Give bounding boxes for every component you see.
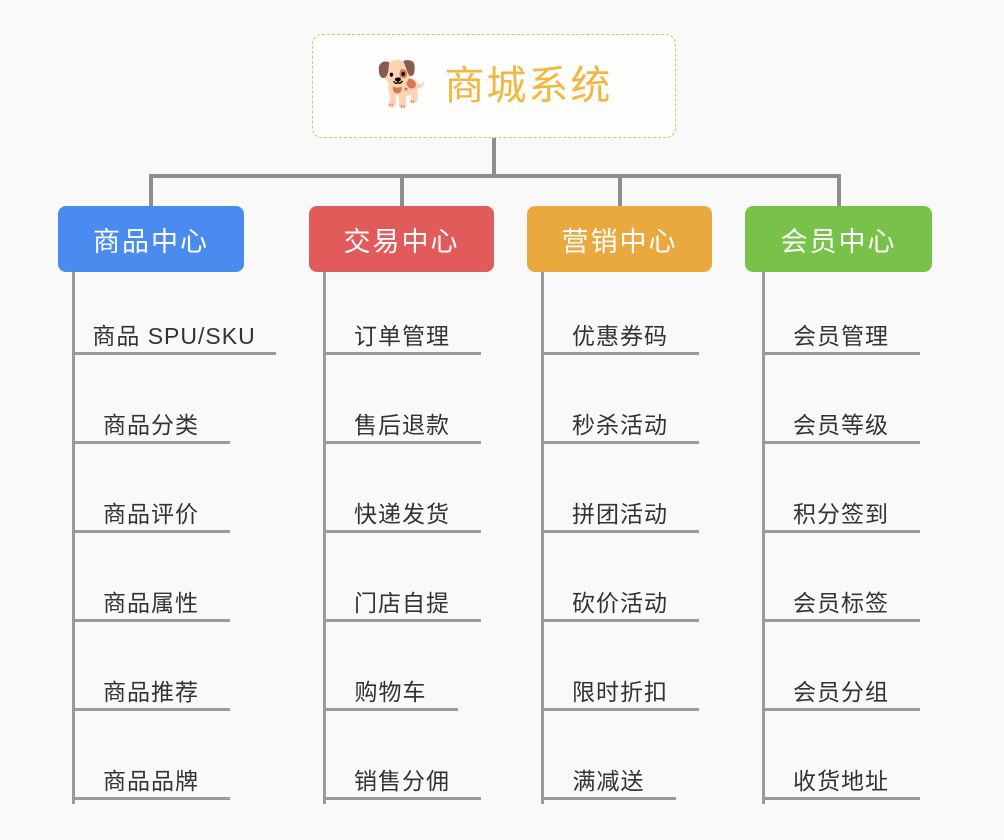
leaf-label: 订单管理: [354, 322, 450, 349]
leaf-item[interactable]: 拼团活动: [541, 491, 699, 533]
leaf-item[interactable]: 满减送: [541, 758, 676, 800]
category-header-1[interactable]: 商品中心: [58, 206, 244, 272]
leaf-label: 门店自提: [354, 589, 450, 616]
leaf-item[interactable]: 会员分组: [762, 669, 920, 711]
leaf-item[interactable]: 会员标签: [762, 580, 920, 622]
leaf-item[interactable]: 秒杀活动: [541, 402, 699, 444]
leaf-label: 限时折扣: [572, 678, 668, 705]
leaf-label: 商品评价: [103, 500, 199, 527]
leaf-label: 会员管理: [793, 322, 889, 349]
leaf-label: 秒杀活动: [572, 411, 668, 438]
leaf-item[interactable]: 商品推荐: [72, 669, 230, 711]
leaf-item[interactable]: 商品品牌: [72, 758, 230, 800]
connector-drop-col-4: [837, 174, 841, 208]
leaf-item[interactable]: 商品 SPU/SKU: [72, 313, 276, 355]
connector-root-stem: [492, 138, 496, 178]
leaf-item[interactable]: 优惠券码: [541, 313, 699, 355]
connector-drop-col-2: [400, 174, 404, 208]
leaf-item[interactable]: 门店自提: [323, 580, 481, 622]
leaf-label: 砍价活动: [572, 589, 668, 616]
leaf-label: 收货地址: [793, 767, 889, 794]
leaf-item[interactable]: 砍价活动: [541, 580, 699, 622]
leaf-label: 售后退款: [354, 411, 450, 438]
trunk-col-1: [72, 272, 75, 804]
leaf-label: 拼团活动: [572, 500, 668, 527]
leaf-label: 商品分类: [103, 411, 199, 438]
leaf-label: 会员等级: [793, 411, 889, 438]
connector-drop-col-1: [149, 174, 153, 208]
leaf-item[interactable]: 积分签到: [762, 491, 920, 533]
leaf-item[interactable]: 限时折扣: [541, 669, 699, 711]
category-title-2: 交易中心: [343, 226, 460, 257]
trunk-col-3: [541, 272, 544, 804]
leaf-item[interactable]: 商品分类: [72, 402, 230, 444]
leaf-label: 积分签到: [793, 500, 889, 527]
category-title-1: 商品中心: [93, 226, 209, 257]
leaf-item[interactable]: 商品属性: [72, 580, 230, 622]
leaf-item[interactable]: 收货地址: [762, 758, 920, 800]
trunk-col-4: [762, 272, 765, 804]
shiba-dog-icon: 🐕: [375, 60, 431, 109]
connector-drop-col-3: [618, 174, 622, 208]
leaf-label: 快递发货: [354, 500, 450, 527]
trunk-col-2: [323, 272, 326, 804]
leaf-item[interactable]: 销售分佣: [323, 758, 481, 800]
leaf-label: 商品推荐: [103, 678, 199, 705]
root-title: 商城系统: [444, 64, 613, 108]
leaf-label: 商品品牌: [103, 767, 199, 794]
leaf-label: 满减送: [572, 767, 645, 794]
leaf-label: 会员分组: [793, 678, 889, 705]
category-title-4: 会员中心: [780, 226, 897, 257]
leaf-item[interactable]: 购物车: [323, 669, 458, 711]
leaf-item[interactable]: 商品评价: [72, 491, 230, 533]
leaf-item[interactable]: 售后退款: [323, 402, 481, 444]
category-header-3[interactable]: 营销中心: [527, 206, 712, 272]
leaf-label: 商品属性: [103, 589, 199, 616]
category-header-4[interactable]: 会员中心: [745, 206, 932, 272]
root-node[interactable]: 🐕 商城系统: [312, 34, 676, 138]
connector-horizontal-bus: [149, 174, 841, 178]
leaf-label: 会员标签: [793, 589, 889, 616]
leaf-label: 优惠券码: [572, 322, 668, 349]
category-header-2[interactable]: 交易中心: [309, 206, 494, 272]
leaf-item[interactable]: 会员管理: [762, 313, 920, 355]
leaf-label: 商品 SPU/SKU: [92, 322, 256, 349]
leaf-label: 销售分佣: [354, 767, 450, 794]
category-title-3: 营销中心: [561, 226, 678, 257]
leaf-item[interactable]: 订单管理: [323, 313, 481, 355]
leaf-item[interactable]: 快递发货: [323, 491, 481, 533]
leaf-item[interactable]: 会员等级: [762, 402, 920, 444]
leaf-label: 购物车: [354, 678, 427, 705]
